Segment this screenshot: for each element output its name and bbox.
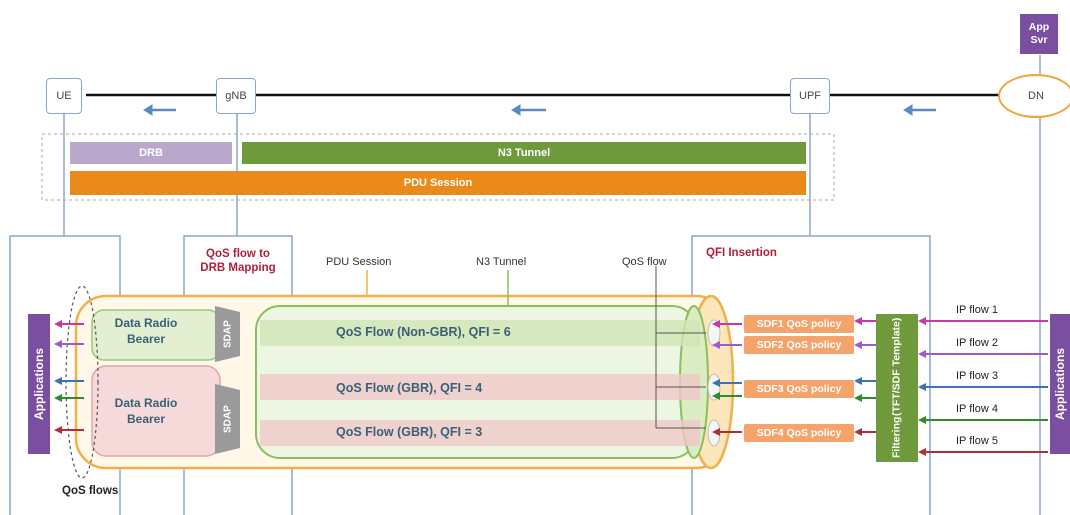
gnb-label: gNB [225, 90, 247, 102]
sdap-label-2: SDAP [222, 405, 234, 433]
app-server-line1: App [1028, 21, 1050, 34]
left-arrows [54, 320, 84, 434]
qos-flow-label: QoS flow [622, 256, 667, 268]
flow-band-qfi3 [260, 420, 700, 446]
arrow-head [54, 320, 62, 328]
ip-flow-2-label: IP flow 2 [956, 337, 998, 349]
upf-label: UPF [799, 90, 821, 102]
drb-block-1-line2: Bearer [126, 331, 166, 346]
sdap-shape-2 [215, 384, 240, 454]
arrow-head [918, 317, 926, 325]
arrow-head [918, 383, 926, 391]
sdf3-policy: SDF3 QoS policy [744, 380, 854, 398]
arrow-head [712, 392, 720, 400]
applications-right: Applications [1050, 314, 1070, 454]
n3-tunnel-label: N3 Tunnel [476, 256, 527, 268]
qos-mapping-line1: QoS flow to [206, 248, 270, 260]
drb-block-2-line2: Bearer [126, 411, 166, 426]
filtering-line2: (TFT/SDF Template) [890, 318, 903, 417]
flow-band-qfi6 [260, 320, 700, 346]
arrow-head [54, 394, 62, 402]
sdap-shape-1 [215, 306, 240, 362]
sdf4-policy: SDF4 QoS policy [744, 424, 854, 442]
qos-mapping-label: QoS flow to DRB Mapping [188, 248, 288, 276]
app-server-line2: Svr [1030, 34, 1048, 46]
applications-left: Applications [28, 314, 50, 454]
arrow-head [712, 379, 720, 387]
direction-arrows [143, 104, 936, 116]
arrow-head [918, 350, 926, 358]
qos-flow-qfi3-label: QoS Flow (GBR), QFI = 3 [336, 425, 483, 439]
arrow-left-head [903, 104, 913, 116]
arrow-head [854, 317, 862, 325]
flow-band-qfi4 [260, 374, 700, 400]
drb-bar: DRB [70, 142, 232, 164]
drb-block-2-line1: Data Radio [114, 396, 178, 410]
sdf-arrows [712, 320, 742, 436]
dn-label: DN [1028, 90, 1044, 102]
arrow-left-head [143, 104, 153, 116]
qos-mapping-line2: DRB Mapping [200, 261, 276, 274]
pdu-session-label: PDU Session [326, 256, 392, 268]
sdf2-policy: SDF2 QoS policy [744, 336, 854, 354]
drb-block-2: Data Radio Bearer [104, 396, 188, 427]
arrow-head [54, 426, 62, 434]
ip-flow-3-label: IP flow 3 [956, 370, 998, 382]
arrow-head [854, 394, 862, 402]
n3-tunnel-bar: N3 Tunnel [242, 142, 806, 164]
arrow-head [712, 320, 720, 328]
dn-node: DN [998, 74, 1070, 118]
arrow-head [918, 416, 926, 424]
drb-block-1-line1: Data Radio [114, 316, 178, 330]
qos-flow-qfi4-label: QoS Flow (GBR), QFI = 4 [336, 381, 483, 395]
arrow-head [712, 341, 720, 349]
bars-dashed-outline [41, 133, 835, 201]
qos-flow-qfi6-label: QoS Flow (Non-GBR), QFI = 6 [336, 325, 511, 339]
arrow-left-head [511, 104, 521, 116]
arrow-head [54, 377, 62, 385]
qfi-insertion-label: QFI Insertion [706, 247, 777, 259]
drb-bar-label: DRB [139, 147, 163, 159]
arrow-head [854, 377, 862, 385]
arrow-head [854, 341, 862, 349]
ue-label: UE [56, 90, 72, 102]
n3-tunnel-bar-label: N3 Tunnel [497, 147, 551, 159]
sdap-label-1: SDAP [222, 320, 234, 348]
qos-flows-label: QoS flows [62, 485, 119, 497]
gnb-node: gNB [216, 78, 256, 114]
ip-flow-4-label: IP flow 4 [956, 403, 998, 415]
upf-node: UPF [790, 78, 830, 114]
ip-flow-1-label: IP flow 1 [956, 304, 998, 316]
sdf1-policy: SDF1 QoS policy [744, 315, 854, 333]
arrow-head [854, 428, 862, 436]
ue-node: UE [46, 78, 82, 114]
filtering-line1: Filtering [890, 416, 903, 458]
drb-block-1: Data Radio Bearer [104, 316, 188, 347]
filter-arrows [854, 317, 876, 436]
arrow-head [712, 428, 720, 436]
pdu-session-bar-label: PDU Session [403, 177, 473, 189]
pdu-session-bar: PDU Session [70, 171, 806, 195]
ip-flow-5-label: IP flow 5 [956, 435, 998, 447]
arrow-head [54, 340, 62, 348]
app-server-box: App Svr [1020, 14, 1058, 54]
arrow-head [918, 448, 926, 456]
filtering-box: Filtering (TFT/SDF Template) [876, 314, 918, 462]
ip-flow-arrows [918, 317, 1048, 456]
